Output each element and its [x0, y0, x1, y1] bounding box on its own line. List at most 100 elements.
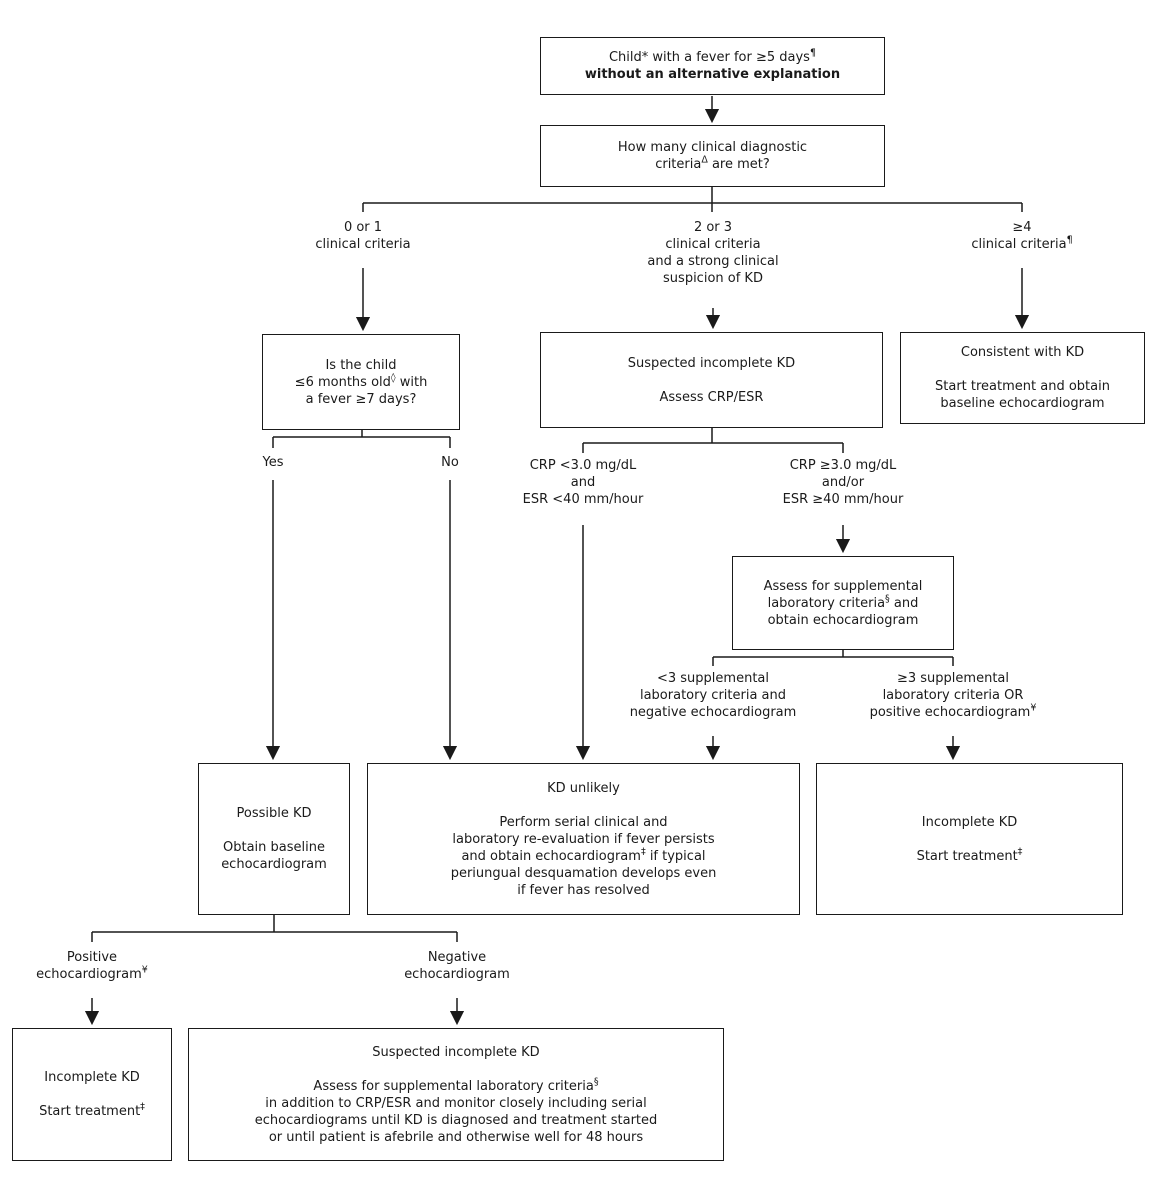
text-line: and obtain echocardiogram‡ if typical	[461, 846, 706, 864]
text-line: clinical criteria	[315, 237, 411, 252]
node-incomplete-kd-bottom: Incomplete KD Start treatment‡	[12, 1028, 172, 1161]
text-line: Is the child	[325, 357, 397, 373]
text-line: without an alternative explanation	[584, 67, 841, 82]
text-line: Consistent with KD	[960, 345, 1085, 360]
text-line: Assess CRP/ESR	[659, 389, 764, 405]
node-suspected-incomplete-kd-bottom: Suspected incomplete KD Assess for supple…	[188, 1028, 724, 1161]
text-line: echocardiogram	[404, 967, 510, 982]
text-line: Start treatment‡	[39, 1101, 145, 1119]
text-line	[373, 797, 794, 814]
text-line: Suspected incomplete KD	[627, 355, 796, 371]
text-line: Start treatment‡	[916, 846, 1023, 864]
text-line	[822, 831, 1117, 848]
node-start: Child* with a fever for ≥5 days¶without …	[540, 37, 885, 95]
footnote-marker: ¥	[1030, 702, 1037, 714]
text-line: KD unlikely	[547, 780, 620, 796]
footnote-marker: Δ	[701, 154, 708, 166]
text-line: <3 supplemental	[656, 671, 769, 686]
text-line: Obtain baseline	[223, 840, 325, 855]
text-line: ≥4	[1012, 220, 1032, 235]
branch-label-negative-echo: Negative echocardiogram	[404, 949, 510, 983]
footnote-marker: ¶	[1066, 234, 1073, 246]
text-line: and	[570, 475, 596, 490]
branch-label-2-or-3: 2 or 3 clinical criteria and a strong clin…	[647, 219, 778, 287]
node-suspected-incomplete-kd: Suspected incomplete KD Assess CRP/ESR	[540, 332, 883, 428]
text-line: laboratory criteria§ and	[767, 593, 919, 611]
text-line: laboratory criteria OR	[882, 688, 1024, 703]
node-consistent-with-kd: Consistent with KD Start treatment and ob…	[900, 332, 1145, 424]
text-line: CRP <3.0 mg/dL	[529, 458, 637, 473]
text-line: clinical criteria¶	[971, 234, 1073, 252]
footnote-marker: ‡	[140, 1101, 145, 1113]
text-line: and a strong clinical	[647, 254, 779, 269]
footnote-marker: §	[593, 1076, 599, 1088]
node-incomplete-kd-right: Incomplete KD Start treatment‡	[816, 763, 1123, 915]
text-line: Yes	[262, 455, 284, 470]
branch-label-yes: Yes	[263, 454, 284, 471]
text-line: 0 or 1	[343, 220, 383, 235]
text-line: clinical criteria	[665, 237, 761, 252]
text-line: if fever has resolved	[517, 882, 650, 898]
text-line: periungual desquamation develops even	[450, 865, 717, 881]
branch-label-no: No	[441, 454, 459, 471]
text-line: ESR ≥40 mm/hour	[782, 492, 904, 507]
branch-label-0-or-1: 0 or 1 clinical criteria	[315, 219, 410, 253]
branch-tree-criteria	[362, 187, 1023, 212]
text-line	[546, 372, 877, 389]
text-line: laboratory criteria and	[639, 688, 787, 703]
text-line: in addition to CRP/ESR and monitor close…	[265, 1095, 647, 1111]
footnote-marker: ‡	[1017, 846, 1023, 858]
text-line: Assess for supplemental laboratory crite…	[313, 1076, 599, 1094]
branch-tree-crp	[582, 428, 844, 453]
branch-tree-supplemental	[712, 650, 954, 666]
footnote-marker: ‡	[640, 846, 646, 858]
text-line: negative echocardiogram	[629, 705, 797, 720]
text-line: echocardiogram	[221, 857, 327, 872]
text-line: Start treatment and obtain	[935, 379, 1110, 394]
text-line: Negative	[427, 950, 487, 965]
text-line: How many clinical diagnostic	[617, 140, 808, 155]
text-line: Possible KD	[236, 806, 312, 821]
footnote-marker: ¶	[809, 47, 816, 59]
text-line: echocardiogram¥	[36, 964, 148, 982]
text-line: CRP ≥3.0 mg/dL	[789, 458, 897, 473]
text-line: baseline echocardiogram	[940, 396, 1105, 411]
branch-label-supplemental-low: <3 supplemental laboratory criteria and ne…	[630, 670, 797, 721]
text-line: ESR <40 mm/hour	[522, 492, 644, 507]
text-line: ≥3 supplemental	[896, 671, 1009, 686]
text-line: a fever ≥7 days?	[305, 391, 417, 407]
footnote-marker: ¥	[141, 964, 148, 976]
text-line: criteriaΔ are met?	[655, 154, 770, 172]
text-line: echocardiograms until KD is diagnosed an…	[254, 1112, 658, 1128]
text-line: laboratory re-evaluation if fever persis…	[452, 831, 715, 847]
text-line: or until patient is afebrile and otherwi…	[268, 1129, 644, 1145]
text-line: Incomplete KD	[44, 1070, 140, 1085]
text-line	[194, 1061, 718, 1078]
text-line: suspicion of KD	[663, 271, 763, 286]
node-possible-kd: Possible KD Obtain baseline echocardiogram	[198, 763, 350, 915]
text-line	[18, 1086, 166, 1103]
text-line: Suspected incomplete KD	[372, 1044, 540, 1060]
text-line: 2 or 3	[693, 220, 733, 235]
text-line	[204, 822, 344, 839]
text-line: Incomplete KD	[921, 814, 1018, 830]
text-line: Assess for supplemental	[763, 578, 923, 594]
branch-tree-echo	[91, 915, 458, 942]
text-line: Positive	[66, 950, 118, 965]
footnote-marker: §	[885, 593, 890, 605]
text-line	[906, 361, 1139, 378]
text-line: positive echocardiogram¥	[869, 702, 1037, 720]
text-line: and/or	[821, 475, 865, 490]
branch-tree-yes-no	[272, 430, 451, 448]
